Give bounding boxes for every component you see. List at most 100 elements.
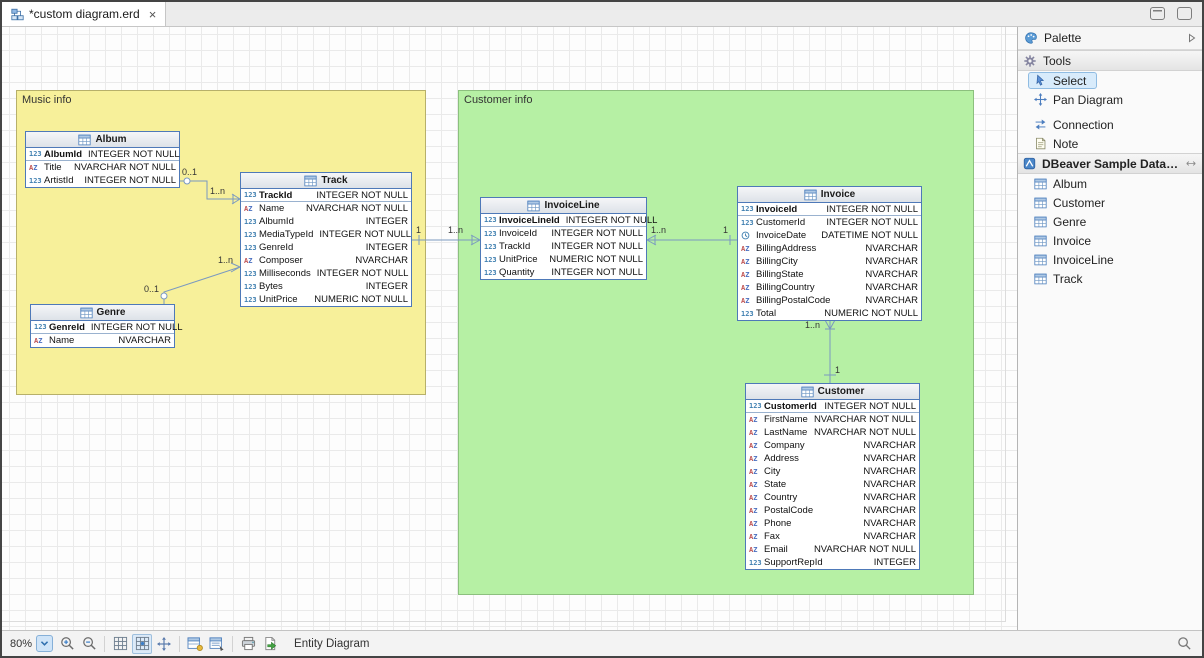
palette-table-genre[interactable]: Genre <box>1018 212 1202 231</box>
entity-table-genre[interactable]: Genre123GenreIdINTEGER NOT NULLAZNameNVA… <box>30 304 175 348</box>
entity-header[interactable]: InvoiceLine <box>481 198 646 214</box>
column-row-invoicedate[interactable]: InvoiceDateDATETIME NOT NULL <box>738 229 921 242</box>
palette-header[interactable]: Palette <box>1018 27 1202 50</box>
column-row-firstname[interactable]: AZFirstNameNVARCHAR NOT NULL <box>746 413 919 426</box>
column-row-customerid[interactable]: 123CustomerIdINTEGER NOT NULL <box>738 216 921 229</box>
maximize-button[interactable] <box>1177 7 1192 20</box>
column-row-billingcountry[interactable]: AZBillingCountryNVARCHAR <box>738 281 921 294</box>
column-row-trackid[interactable]: 123TrackIdINTEGER NOT NULL <box>241 189 411 202</box>
show-attribute-styles-button[interactable] <box>207 634 227 654</box>
cardinality-label: 1 <box>835 366 840 375</box>
column-row-bytes[interactable]: 123BytesINTEGER <box>241 280 411 293</box>
string-type-icon: AZ <box>749 494 764 502</box>
palette-table-album[interactable]: Album <box>1018 174 1202 193</box>
column-row-invoiceid[interactable]: 123InvoiceIdINTEGER NOT NULL <box>481 227 646 240</box>
string-type-icon: AZ <box>749 429 764 437</box>
column-row-state[interactable]: AZStateNVARCHAR <box>746 478 919 491</box>
snap-to-grid-button[interactable] <box>132 634 152 654</box>
column-row-unitprice[interactable]: 123UnitPriceNUMERIC NOT NULL <box>481 253 646 266</box>
palette-tool-select[interactable]: Select <box>1028 72 1097 89</box>
column-name: Company <box>764 440 805 451</box>
editor-tab[interactable]: *custom diagram.erd × <box>2 2 166 26</box>
show-attribute-icons-button[interactable] <box>185 634 205 654</box>
column-row-milliseconds[interactable]: 123MillisecondsINTEGER NOT NULL <box>241 267 411 280</box>
column-row-composer[interactable]: AZComposerNVARCHAR <box>241 254 411 267</box>
auto-layout-button[interactable] <box>154 634 174 654</box>
palette-table-invoice[interactable]: Invoice <box>1018 231 1202 250</box>
column-name: Total <box>756 308 776 319</box>
palette-tool-connection[interactable]: Connection <box>1018 115 1202 134</box>
entity-header[interactable]: Track <box>241 173 411 189</box>
column-row-address[interactable]: AZAddressNVARCHAR <box>746 452 919 465</box>
entity-table-invoice[interactable]: Invoice123InvoiceIdINTEGER NOT NULL123Cu… <box>737 186 922 321</box>
palette-table-invoiceline[interactable]: InvoiceLine <box>1018 250 1202 269</box>
entity-table-customer[interactable]: Customer123CustomerIdINTEGER NOT NULLAZF… <box>745 383 920 570</box>
column-row-name[interactable]: AZNameNVARCHAR <box>31 334 174 347</box>
column-name: SupportRepId <box>764 557 823 568</box>
column-row-country[interactable]: AZCountryNVARCHAR <box>746 491 919 504</box>
column-row-albumid[interactable]: 123AlbumIdINTEGER <box>241 215 411 228</box>
column-row-total[interactable]: 123TotalNUMERIC NOT NULL <box>738 307 921 320</box>
entity-header[interactable]: Album <box>26 132 179 148</box>
palette-item-label: Connection <box>1053 118 1114 132</box>
column-row-albumid[interactable]: 123AlbumIdINTEGER NOT NULL <box>26 148 179 161</box>
column-row-mediatypeid[interactable]: 123MediaTypeIdINTEGER NOT NULL <box>241 228 411 241</box>
palette-drawer-tools[interactable]: Tools <box>1018 50 1202 71</box>
pin-icon[interactable] <box>1185 159 1197 168</box>
column-row-fax[interactable]: AZFaxNVARCHAR <box>746 530 919 543</box>
print-diagram-button[interactable] <box>238 634 258 654</box>
tab-close-icon[interactable]: × <box>149 7 157 22</box>
entity-header[interactable]: Customer <box>746 384 919 400</box>
column-row-billingcity[interactable]: AZBillingCityNVARCHAR <box>738 255 921 268</box>
zoom-level[interactable]: 80% <box>10 638 32 650</box>
palette-tool-note[interactable]: Note <box>1018 134 1202 153</box>
zoom-out-button[interactable] <box>79 634 99 654</box>
zoom-in-button[interactable] <box>57 634 77 654</box>
column-row-unitprice[interactable]: 123UnitPriceNUMERIC NOT NULL <box>241 293 411 306</box>
column-row-supportrepid[interactable]: 123SupportRepIdINTEGER <box>746 556 919 569</box>
string-type-icon: AZ <box>741 271 756 279</box>
column-row-artistid[interactable]: 123ArtistIdINTEGER NOT NULL <box>26 174 179 187</box>
numeric-type-icon: 123 <box>244 191 259 199</box>
column-row-quantity[interactable]: 123QuantityINTEGER NOT NULL <box>481 266 646 279</box>
column-row-postalcode[interactable]: AZPostalCodeNVARCHAR <box>746 504 919 517</box>
column-name: BillingCity <box>756 256 798 267</box>
minimize-button[interactable] <box>1150 7 1165 20</box>
entity-table-invoiceline[interactable]: InvoiceLine123InvoiceLineIdINTEGER NOT N… <box>480 197 647 280</box>
column-row-city[interactable]: AZCityNVARCHAR <box>746 465 919 478</box>
zoom-dropdown-button[interactable] <box>36 635 53 652</box>
toggle-grid-button[interactable] <box>110 634 130 654</box>
column-row-invoiceid[interactable]: 123InvoiceIdINTEGER NOT NULL <box>738 203 921 216</box>
palette-tool-pan-diagram[interactable]: Pan Diagram <box>1018 90 1202 109</box>
palette-table-track[interactable]: Track <box>1018 269 1202 288</box>
relationship-genre-track[interactable] <box>164 267 240 304</box>
entity-table-album[interactable]: Album123AlbumIdINTEGER NOT NULLAZTitleNV… <box>25 131 180 188</box>
column-row-trackid[interactable]: 123TrackIdINTEGER NOT NULL <box>481 240 646 253</box>
search-icon[interactable] <box>1177 636 1192 651</box>
diagram-canvas[interactable]: Music infoCustomer info0..11..n0..11..n1… <box>2 27 1017 630</box>
collapse-arrow-icon[interactable] <box>1188 33 1196 43</box>
export-diagram-button[interactable] <box>260 634 280 654</box>
entity-table-track[interactable]: Track123TrackIdINTEGER NOT NULLAZNameNVA… <box>240 172 412 307</box>
column-row-genreid[interactable]: 123GenreIdINTEGER <box>241 241 411 254</box>
column-row-invoicelineid[interactable]: 123InvoiceLineIdINTEGER NOT NULL <box>481 214 646 227</box>
palette-table-customer[interactable]: Customer <box>1018 193 1202 212</box>
column-row-name[interactable]: AZNameNVARCHAR NOT NULL <box>241 202 411 215</box>
column-row-title[interactable]: AZTitleNVARCHAR NOT NULL <box>26 161 179 174</box>
column-row-billingstate[interactable]: AZBillingStateNVARCHAR <box>738 268 921 281</box>
column-row-lastname[interactable]: AZLastNameNVARCHAR NOT NULL <box>746 426 919 439</box>
column-row-phone[interactable]: AZPhoneNVARCHAR <box>746 517 919 530</box>
column-row-email[interactable]: AZEmailNVARCHAR NOT NULL <box>746 543 919 556</box>
column-row-company[interactable]: AZCompanyNVARCHAR <box>746 439 919 452</box>
column-row-genreid[interactable]: 123GenreIdINTEGER NOT NULL <box>31 321 174 334</box>
entity-header[interactable]: Genre <box>31 305 174 321</box>
tab-title: *custom diagram.erd <box>29 7 140 21</box>
database-icon <box>1023 157 1036 170</box>
column-row-customerid[interactable]: 123CustomerIdINTEGER NOT NULL <box>746 400 919 413</box>
column-row-billingaddress[interactable]: AZBillingAddressNVARCHAR <box>738 242 921 255</box>
column-type: NVARCHAR <box>863 453 916 464</box>
column-row-billingpostalcode[interactable]: AZBillingPostalCodeNVARCHAR <box>738 294 921 307</box>
palette-drawer-database[interactable]: DBeaver Sample Database ... <box>1018 153 1202 174</box>
entity-header[interactable]: Invoice <box>738 187 921 203</box>
numeric-type-icon: 123 <box>244 231 259 239</box>
